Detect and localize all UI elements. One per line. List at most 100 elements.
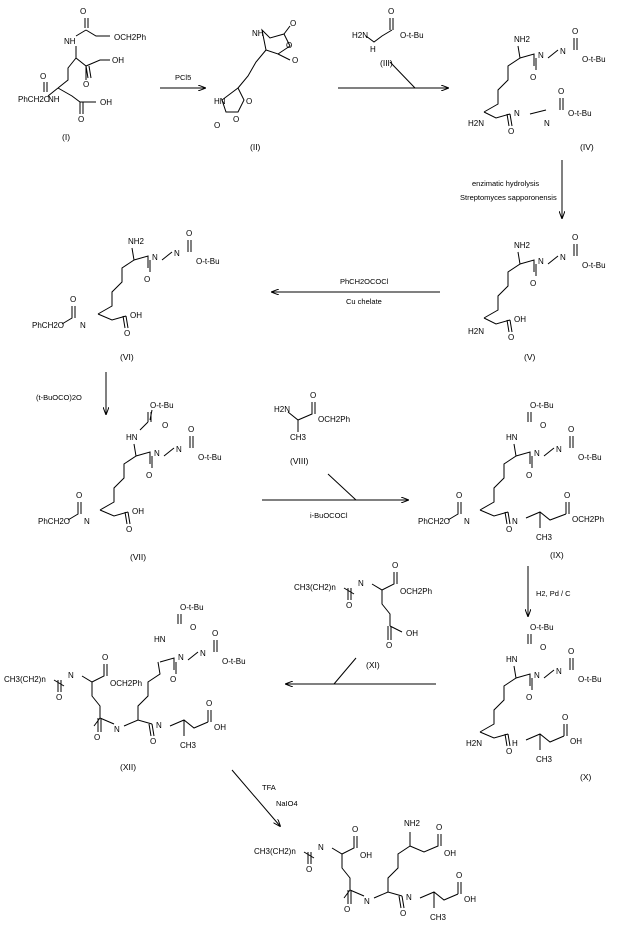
atom: HN <box>154 635 166 644</box>
atom: O-t-Bu <box>530 623 554 632</box>
atom: O <box>290 19 296 28</box>
atom: N <box>68 671 74 680</box>
atom: O <box>558 87 564 96</box>
step-3: enzimatic hydrolysis Streptomyces sappor… <box>460 160 562 218</box>
atom: O <box>456 491 462 500</box>
atom: N <box>154 449 160 458</box>
atom: O <box>568 425 574 434</box>
atom: H2N <box>352 31 368 40</box>
atom: O <box>564 491 570 500</box>
atom: O <box>388 7 394 16</box>
atom: H2N <box>466 739 482 748</box>
atom: CH3 <box>430 913 447 922</box>
atom: OH <box>132 507 144 516</box>
compound-final: CH3(CH2)n O N O OH O N O NH2 O OH N CH3 … <box>254 819 476 922</box>
atom: O <box>233 115 239 124</box>
atom: N <box>364 897 370 906</box>
atom: H <box>370 45 376 54</box>
atom: OH <box>406 629 418 638</box>
atom: O-t-Bu <box>530 401 554 410</box>
atom: O <box>212 629 218 638</box>
atom: OCH2Ph <box>114 33 146 42</box>
reagent-XI-label: (XI) <box>366 660 380 670</box>
reagent-streptomyces: Streptomyces sapporonensis <box>460 193 557 202</box>
step-8: CH3(CH2)n O N O OCH2Ph OH O (XI) <box>286 561 436 684</box>
atom: O <box>386 641 392 650</box>
atom: O <box>572 27 578 36</box>
atom: O <box>76 491 82 500</box>
atom: NH <box>252 29 264 38</box>
atom: O <box>286 41 292 50</box>
atom: O-t-Bu <box>582 261 606 270</box>
atom: N <box>318 843 324 852</box>
atom: O <box>352 825 358 834</box>
atom: HN <box>214 97 226 106</box>
reagent-cu-chelate: Cu chelate <box>346 297 382 306</box>
compound-label-I: (I) <box>62 132 70 142</box>
atom: O-t-Bu <box>578 675 602 684</box>
atom: NH2 <box>404 819 421 828</box>
atom: O <box>144 275 150 284</box>
atom: OCH2Ph <box>400 587 432 596</box>
atom: N <box>114 725 120 734</box>
atom: N <box>80 321 86 330</box>
reagent-enzymatic: enzimatic hydrolysis <box>472 179 539 188</box>
atom: O <box>214 121 220 130</box>
atom: N <box>176 445 182 454</box>
atom: N <box>406 893 412 902</box>
atom: N <box>200 649 206 658</box>
compound-VII: O-t-Bu O HN N N O O-t-Bu O PhCH2O O N OH… <box>38 401 222 562</box>
atom: O <box>568 647 574 656</box>
atom: O <box>102 653 108 662</box>
atom: O <box>530 279 536 288</box>
atom: NH2 <box>514 35 531 44</box>
atom: HN <box>126 433 138 442</box>
step-7: H2, Pd / C <box>528 566 571 616</box>
atom: O <box>540 643 546 652</box>
atom: CH3 <box>536 533 553 542</box>
atom: H2N <box>274 405 290 414</box>
atom: N <box>156 721 162 730</box>
atom: N <box>178 653 184 662</box>
atom: O <box>146 471 152 480</box>
atom: CH3 <box>290 433 307 442</box>
step-2: H2N H O O-t-Bu (III) <box>338 7 448 88</box>
atom: OH <box>130 311 142 320</box>
atom: PhCH2O <box>418 517 450 526</box>
atom: PhCH2O <box>38 517 70 526</box>
atom: N <box>560 47 566 56</box>
reagent-III-structure: H2N H O O-t-Bu (III) <box>352 7 424 68</box>
atom: N <box>174 249 180 258</box>
step-6: H2N O CH3 OCH2Ph (VIII) i-BuOCOCl <box>262 391 408 520</box>
atom: O <box>186 229 192 238</box>
atom: O <box>346 601 352 610</box>
reagent-VIII-label: (VIII) <box>290 456 309 466</box>
atom: CH3(CH2)n <box>4 675 46 684</box>
atom: O <box>392 561 398 570</box>
atom: O-t-Bu <box>198 453 222 462</box>
atom: N <box>358 579 364 588</box>
atom: NH2 <box>514 241 531 250</box>
compound-V: NH2 N N O O-t-Bu O H2N OH O (V) <box>468 233 606 362</box>
reagent-XI-structure: CH3(CH2)n O N O OCH2Ph OH O (XI) <box>294 561 432 670</box>
atom: O <box>80 7 86 16</box>
atom: N <box>538 51 544 60</box>
atom: O <box>530 73 536 82</box>
atom: O <box>70 295 76 304</box>
compound-I: O OCH2Ph NH OH O PhCH2O NH O OH O (I) <box>18 7 146 142</box>
atom: OCH2Ph <box>572 515 604 524</box>
atom: O-t-Bu <box>568 109 592 118</box>
atom: O <box>206 699 212 708</box>
atom: O <box>456 871 462 880</box>
step-1: PCl5 <box>160 73 205 88</box>
compound-XII: CH3(CH2)n O N O OCH2Ph O N O O-t-Bu O HN… <box>4 603 246 772</box>
atom: N <box>512 517 518 526</box>
step-9: TFA NaIO4 <box>231 769 298 826</box>
atom: N <box>556 667 562 676</box>
atom: CH3 <box>536 755 553 764</box>
atom: H2N <box>468 119 484 128</box>
atom: O <box>162 421 168 430</box>
atom: OCH2Ph <box>110 679 142 688</box>
reaction-arrow <box>231 769 280 826</box>
